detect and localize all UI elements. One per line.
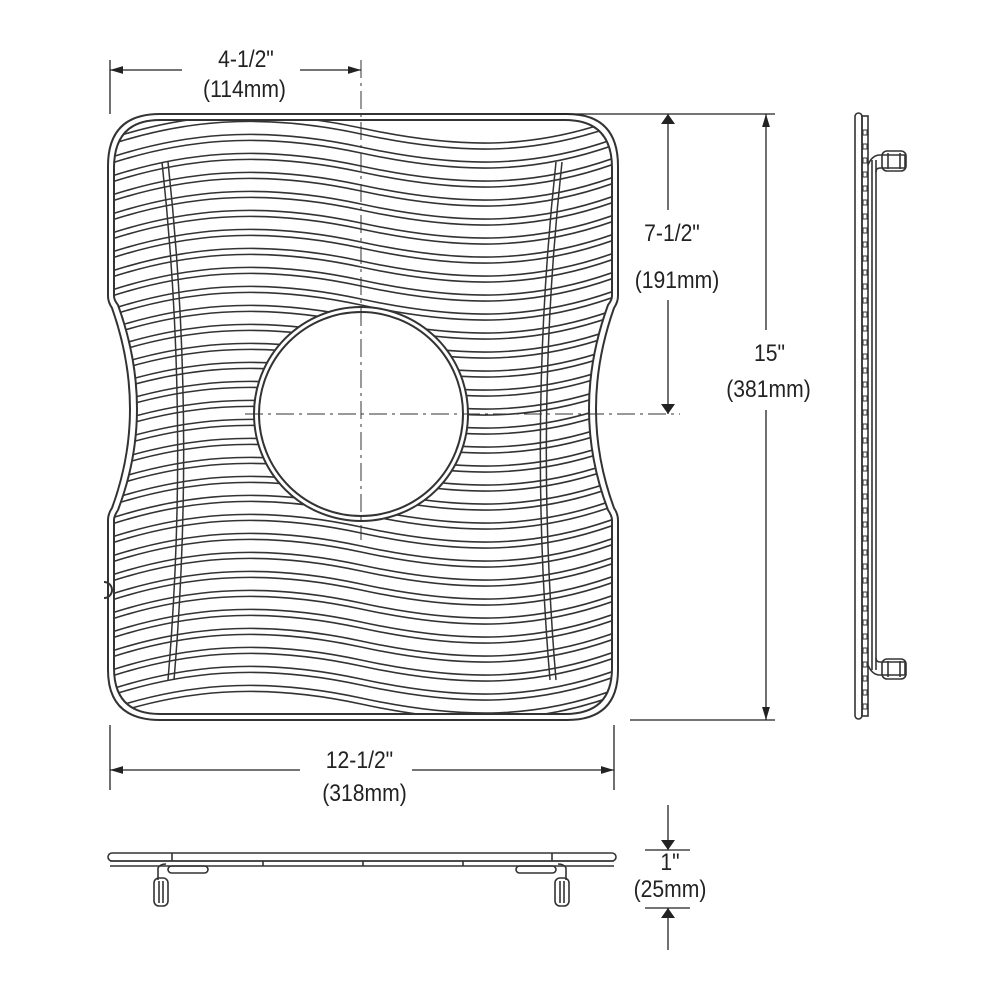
overall-length-metric: (381mm) [711, 376, 826, 404]
right-support-bar [545, 161, 563, 681]
grid-height-metric: (25mm) [633, 876, 707, 903]
right-support-bar-inner [539, 161, 557, 681]
grid-height-imperial: 1" [660, 849, 680, 876]
side-view [854, 112, 907, 720]
overall-width-metric: (318mm) [307, 780, 422, 808]
left-support-bar-inner [167, 161, 185, 681]
overall-length-imperial: 15" [743, 340, 796, 368]
overall-width-imperial: 12-1/2" [311, 747, 408, 775]
top-view [103, 60, 680, 721]
drain-height-metric: (191mm) [622, 267, 732, 295]
drain-height-imperial: 7-1/2" [630, 220, 714, 248]
dimension-lines [109, 60, 775, 950]
drain-offset-metric: (114mm) [187, 76, 302, 104]
drain-offset-imperial: 4-1/2" [200, 46, 292, 74]
left-support-bar [161, 161, 179, 681]
front-view [107, 852, 617, 907]
grid-inner-frame [113, 119, 613, 715]
clip-mark-icon [103, 581, 113, 599]
grid-outer-frame [107, 113, 619, 721]
